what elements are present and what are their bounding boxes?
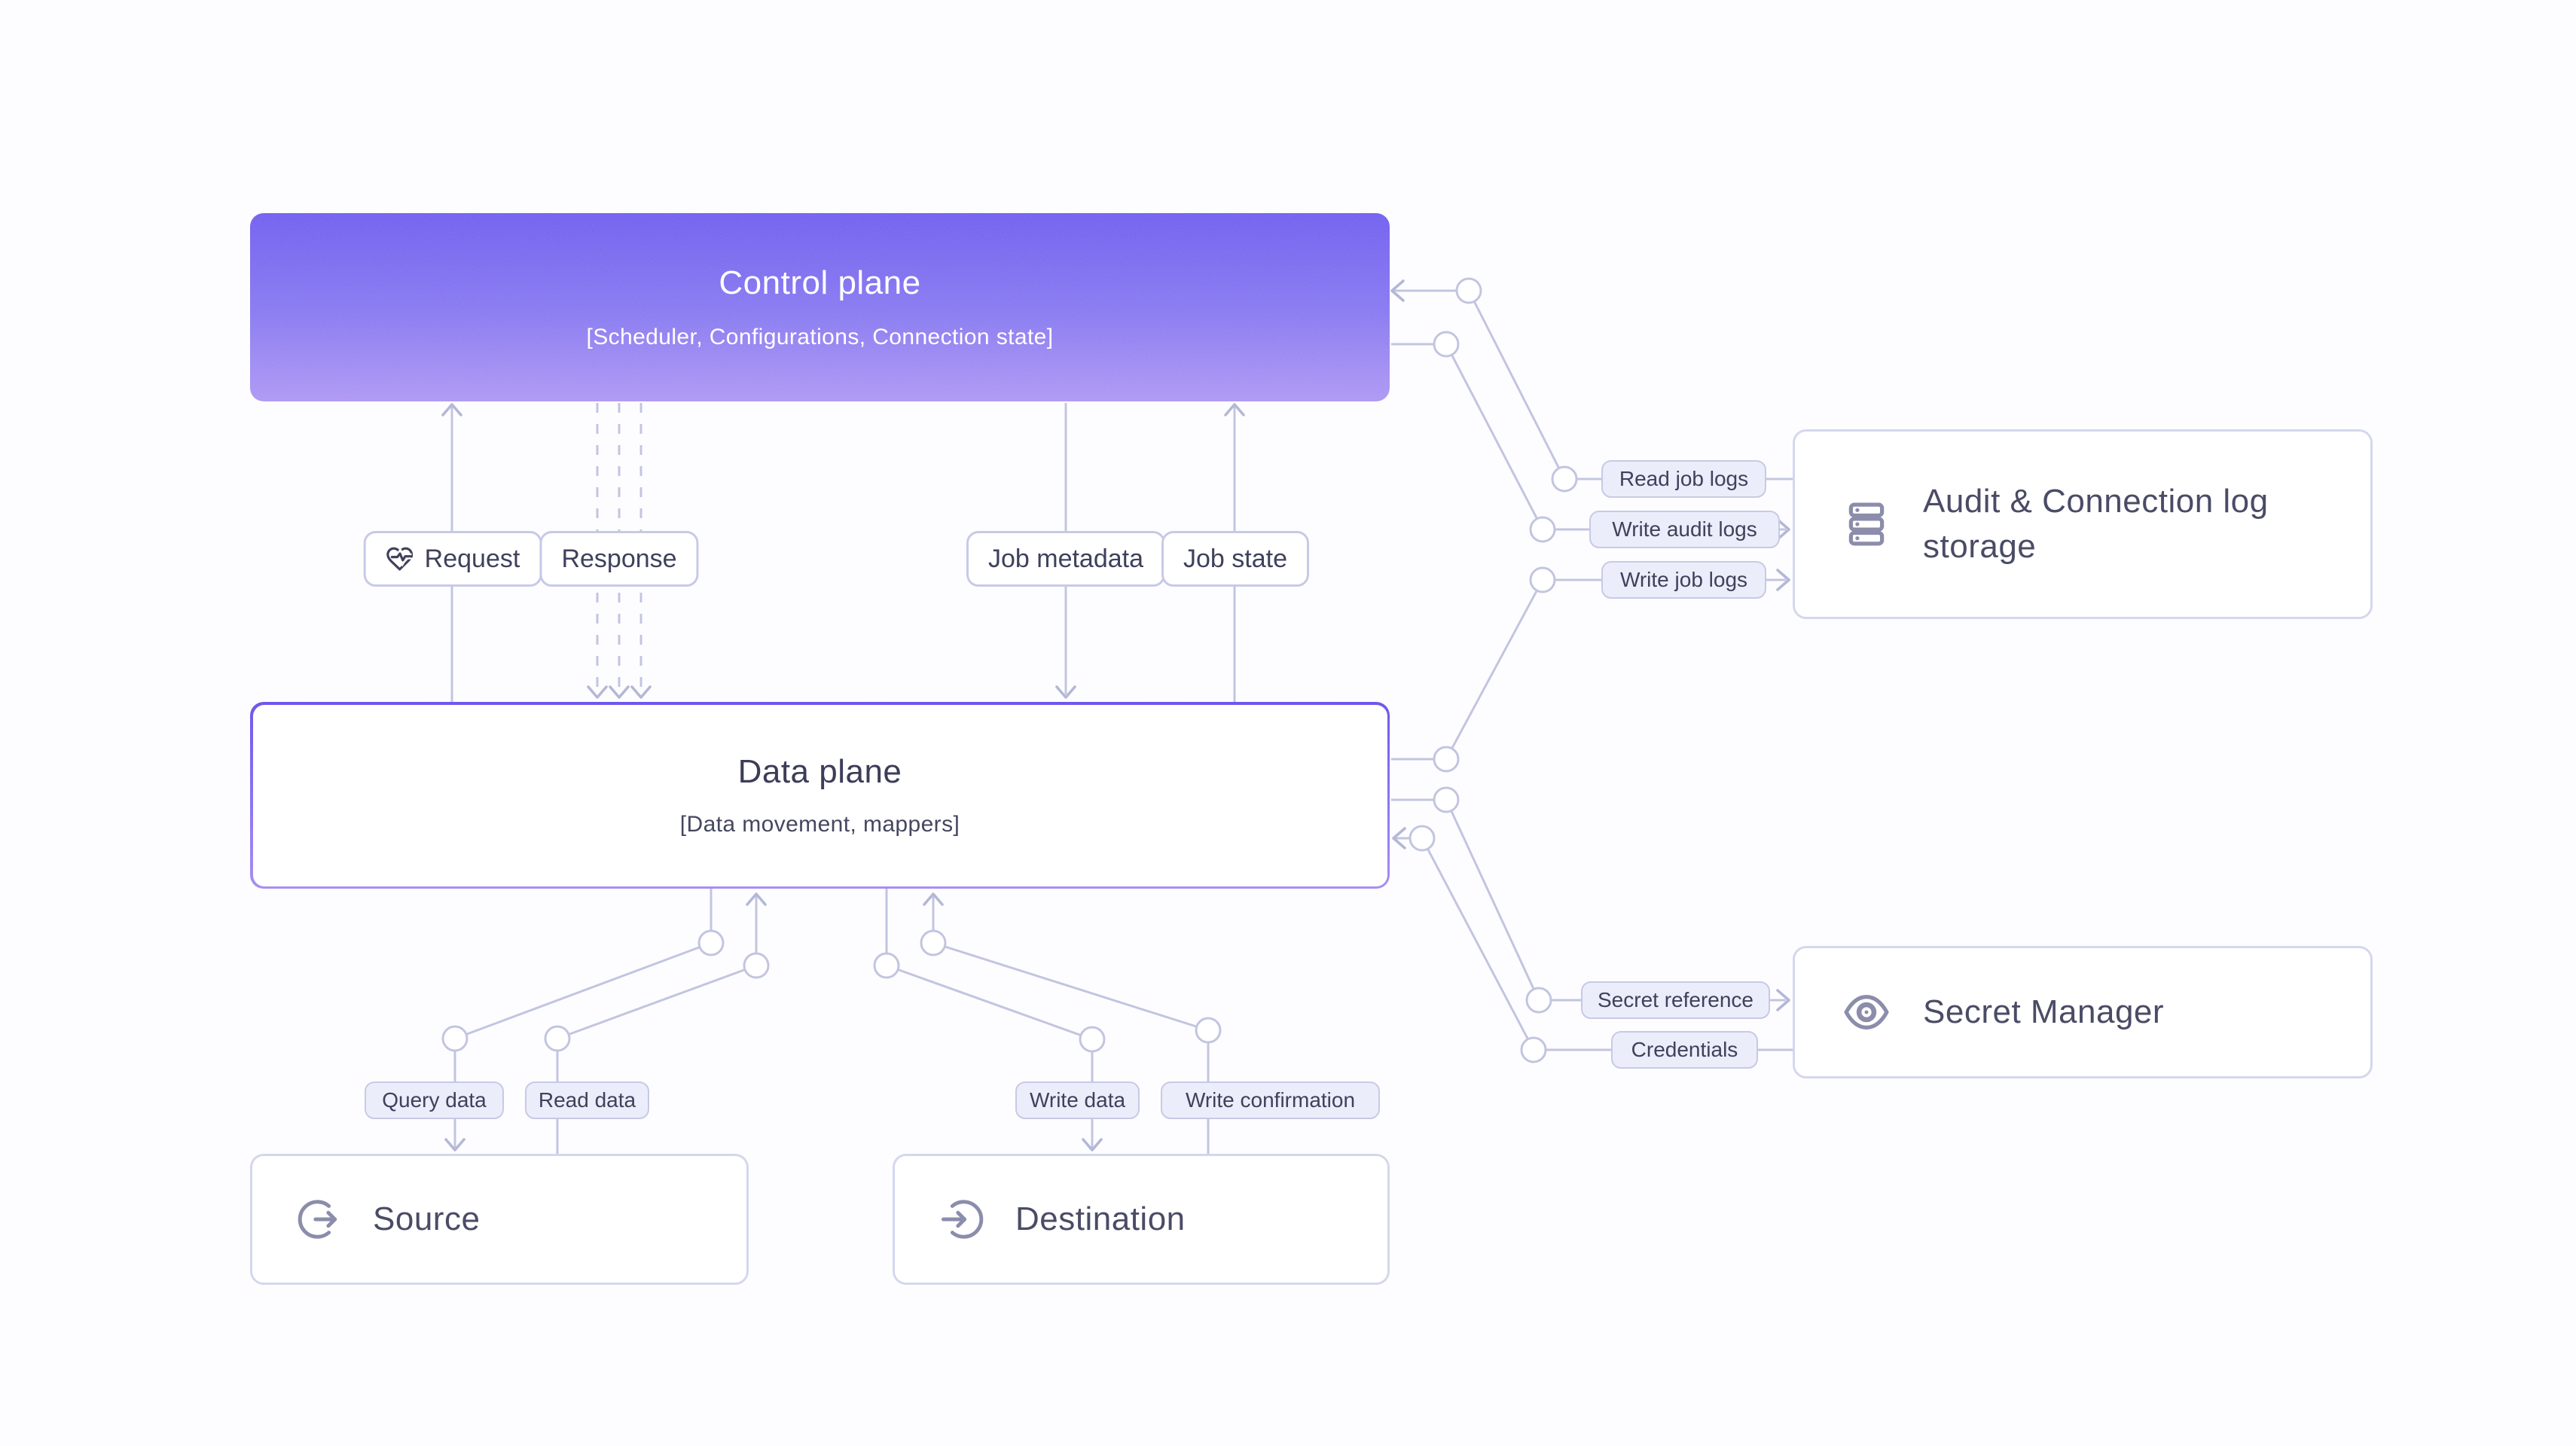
edge-label-job-metadata: Job metadata <box>966 531 1166 587</box>
arrow-in-circle-icon <box>942 1200 984 1239</box>
data-plane-body: Data plane [Data movement, mappers] <box>252 704 1387 886</box>
arrow-out-circle-icon <box>298 1200 337 1239</box>
source-title: Source <box>373 1200 481 1237</box>
edge-label-write-confirmation: Write confirmation <box>1161 1081 1380 1119</box>
edge-label-write-audit-logs-text: Write audit logs <box>1612 517 1757 541</box>
control-plane-title: Control plane <box>719 264 921 301</box>
edge-label-write-audit-logs: Write audit logs <box>1589 511 1780 548</box>
audit-log-storage-title: Audit & Connection log storage <box>1923 483 2269 565</box>
edge-label-response: Response <box>539 531 699 587</box>
eye-icon <box>1844 995 1889 1030</box>
server-stack-icon <box>1848 502 1885 546</box>
edge-secret-reference-line <box>1391 798 1790 1011</box>
node-destination: Destination <box>893 1154 1390 1285</box>
data-plane-subtitle: [Data movement, mappers] <box>679 812 960 837</box>
heart-pulse-icon <box>386 547 414 571</box>
edge-label-read-job-logs-text: Read job logs <box>1619 467 1749 490</box>
destination-title: Destination <box>1015 1200 1186 1237</box>
secret-manager-title: Secret Manager <box>1923 993 2165 1030</box>
edge-read-job-logs-line <box>1390 279 1793 480</box>
control-plane-subtitle: [Scheduler, Configurations, Connection s… <box>586 325 1054 349</box>
edge-label-job-state: Job state <box>1161 531 1309 587</box>
connection-dots <box>441 277 1578 1063</box>
edge-label-job-metadata-text: Job metadata <box>987 544 1144 573</box>
edge-label-secret-reference: Secret reference <box>1581 981 1770 1019</box>
edge-label-request-text: Request <box>424 544 520 573</box>
edge-label-read-data-text: Read data <box>538 1088 636 1112</box>
edge-label-secret-reference-text: Secret reference <box>1598 988 1753 1011</box>
data-plane-title: Data plane <box>737 753 902 790</box>
node-control-plane: Control plane [Scheduler, Configurations… <box>250 213 1390 401</box>
edge-label-read-data: Read data <box>525 1081 649 1119</box>
edge-label-request: Request <box>363 531 542 587</box>
node-source: Source <box>250 1154 749 1285</box>
edge-label-write-job-logs: Write job logs <box>1601 561 1766 599</box>
edge-label-read-job-logs: Read job logs <box>1601 460 1766 498</box>
node-secret-manager: Secret Manager <box>1793 946 2373 1078</box>
edge-label-credentials-text: Credentials <box>1631 1038 1738 1061</box>
edge-write-job-logs-line <box>1391 569 1790 761</box>
edge-label-credentials: Credentials <box>1611 1031 1758 1069</box>
noise-texture <box>250 213 1390 401</box>
edge-response-lines <box>587 403 652 699</box>
edge-label-response-text: Response <box>561 544 677 573</box>
edge-label-write-confirmation-text: Write confirmation <box>1185 1088 1356 1112</box>
edge-label-write-data: Write data <box>1015 1081 1140 1119</box>
edge-label-write-data-text: Write data <box>1029 1088 1126 1112</box>
edge-label-query-data: Query data <box>365 1081 504 1119</box>
edge-label-write-job-logs-text: Write job logs <box>1619 568 1748 591</box>
node-audit-log-storage: Audit & Connection log storage <box>1793 429 2373 619</box>
node-data-plane: Data plane [Data movement, mappers] <box>250 702 1390 889</box>
edge-label-query-data-text: Query data <box>382 1088 487 1112</box>
edge-label-job-state-text: Job state <box>1183 544 1287 573</box>
